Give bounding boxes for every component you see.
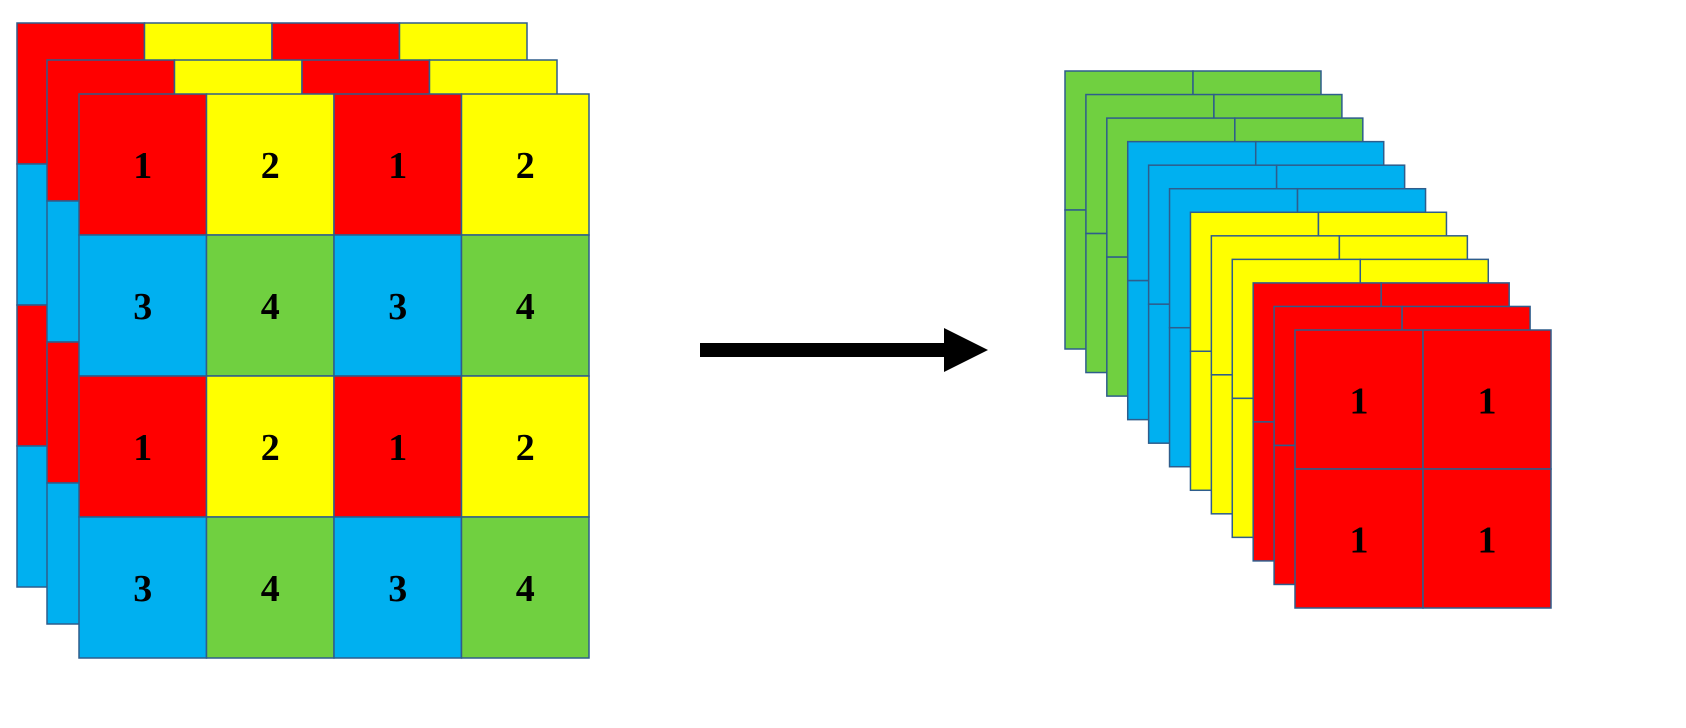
input-cell (460, 516, 590, 659)
input-cell-label: 4 (516, 568, 535, 610)
input-grid-stack: 1 2 1 2 3 4 3 4 1 2 1 2 3 4 3 4 (16, 22, 590, 659)
transform-arrow (700, 328, 988, 372)
input-cell (205, 375, 335, 518)
input-cell (78, 516, 208, 659)
input-cell (460, 93, 590, 236)
input-cell-label: 3 (133, 568, 152, 610)
input-cell (78, 234, 208, 377)
input-cell-label: 2 (261, 427, 280, 469)
input-cell (333, 93, 463, 236)
output-cell (1422, 329, 1552, 470)
input-cell-label: 1 (133, 145, 152, 187)
arrow-head (944, 328, 988, 372)
input-cell-label: 3 (388, 286, 407, 328)
output-cell (1294, 468, 1424, 609)
input-cell (205, 234, 335, 377)
input-cell-label: 3 (133, 286, 152, 328)
input-cell-label: 1 (133, 427, 152, 469)
input-cell-label: 2 (261, 145, 280, 187)
input-cell-label: 2 (516, 145, 535, 187)
input-cell-label: 4 (261, 286, 280, 328)
input-cell (460, 375, 590, 518)
output-layer-front (1294, 329, 1552, 609)
input-cell (205, 516, 335, 659)
input-layer-front (78, 93, 590, 659)
input-cell (460, 234, 590, 377)
arrow-shaft (700, 343, 948, 357)
input-cell (333, 234, 463, 377)
input-cell-label: 2 (516, 427, 535, 469)
input-cell-label: 4 (261, 568, 280, 610)
output-cell-label: 1 (1478, 381, 1497, 423)
input-cell (333, 516, 463, 659)
output-cell-label: 1 (1350, 381, 1369, 423)
input-cell-label: 1 (388, 145, 407, 187)
output-cell-label: 1 (1478, 520, 1497, 562)
output-cell-label: 1 (1350, 520, 1369, 562)
input-cell-label: 1 (388, 427, 407, 469)
input-cell (333, 375, 463, 518)
input-cell-label: 4 (516, 286, 535, 328)
output-cell (1422, 468, 1552, 609)
input-cell-label: 3 (388, 568, 407, 610)
output-channel-stack: 1 1 1 1 (1064, 70, 1552, 609)
